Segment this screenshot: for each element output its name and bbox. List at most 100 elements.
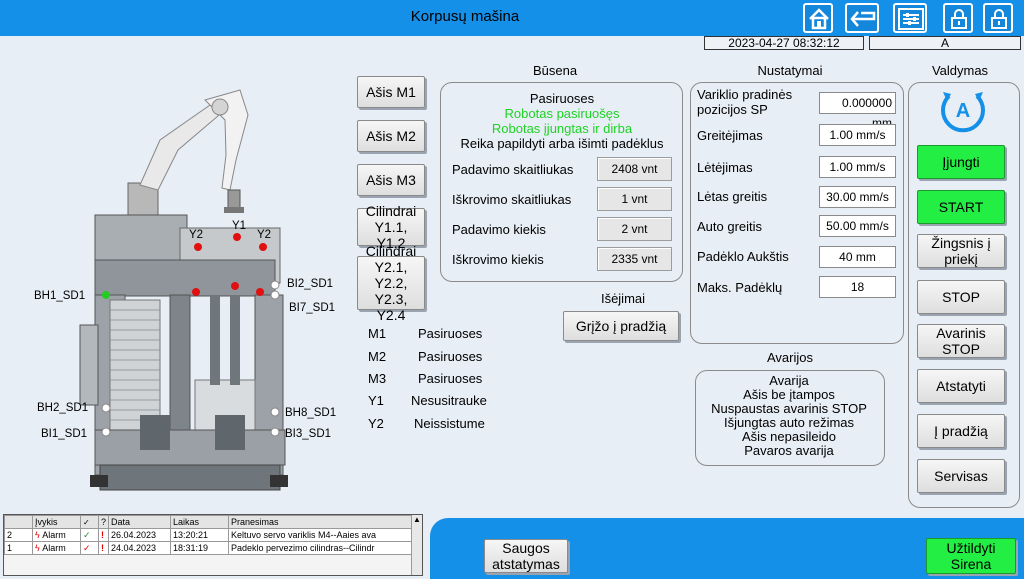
setting-input-pallet-height[interactable]: 40 mm (819, 246, 896, 268)
sensor-dot-bi7 (270, 290, 280, 300)
axis-m2-button[interactable]: Ašis M2 (357, 120, 425, 152)
ack-icon: ✓ (83, 529, 91, 540)
sensor-label-bi2: BI2_SD1 (287, 278, 334, 290)
table-row[interactable]: 2 ϟ Alarm ✓ ! 26.04.2023 13:20:21 Keltuv… (4, 528, 413, 542)
sensor-dot-y2-lower-right (256, 288, 264, 296)
safety-reset-button[interactable]: Saugos atstatymas (484, 539, 568, 573)
svg-text:A: A (956, 100, 970, 122)
axis-status-m2: Pasiruoses (418, 349, 483, 364)
setting-input-slow-speed[interactable]: 30.00 mm/s (819, 186, 896, 208)
alarm-bolt-icon: ϟ (35, 530, 40, 540)
back-button[interactable] (845, 3, 879, 33)
col-index (4, 515, 33, 529)
sensor-label-y1: Y1 (232, 220, 247, 232)
setting-label-acceleration: Greitėjimas (697, 128, 763, 143)
datetime-display: 2023-04-27 08:32:12 (704, 36, 864, 50)
table-row[interactable]: 1 ϟ Alarm ✓ ! 24.04.2023 18:31:19 Padekl… (4, 541, 413, 555)
auto-mode-indicator[interactable]: A (935, 86, 991, 134)
alarm-line-auto-off: Išjungtas auto režimas (723, 415, 855, 430)
axis-m3-button[interactable]: Ašis M3 (357, 164, 425, 196)
setting-label-deceleration: Lėtėjimas (697, 160, 753, 175)
setting-label-pallet-height: Padėklo Aukštis (697, 249, 789, 264)
go-home-button[interactable]: Į pradžią (917, 414, 1005, 448)
top-bar: Korpusų mašina (0, 0, 1024, 36)
step-forward-button[interactable]: Žingsnis į priekį (917, 234, 1005, 268)
settings-icon (898, 8, 924, 30)
sensor-dot-y1 (233, 233, 241, 241)
busena-title: Būsena (532, 63, 578, 78)
setting-label-auto-speed: Auto greitis (697, 219, 763, 234)
quantity-value-feed: 2 vnt (597, 217, 672, 241)
axis-name-m1: M1 (368, 326, 387, 341)
sensor-label-bi1: BI1_SD1 (41, 428, 88, 440)
alarm-line-general: Avarija (769, 373, 809, 388)
axis-name-m3: M3 (368, 371, 387, 386)
counter-label-unload: Iškrovimo skaitliukas (452, 192, 572, 207)
axis-status-y1: Nesusitrauke (411, 393, 487, 408)
emergency-stop-button[interactable]: Avarinis STOP (917, 324, 1005, 358)
col-time[interactable]: Laikas (170, 515, 229, 529)
silence-siren-button[interactable]: Užtildyti Sirena (926, 538, 1016, 574)
quantity-value-unload: 2335 vnt (597, 247, 672, 271)
auto-mode-icon: A (941, 92, 985, 133)
status-robot-running: Robotas įjungtas ir dirba (491, 121, 633, 136)
alarm-table-scrollbar[interactable]: ▲ (411, 515, 422, 575)
col-event[interactable]: Įvykis (32, 515, 81, 529)
setting-input-acceleration[interactable]: 1.00 mm/s (819, 124, 896, 146)
counter-value-feed: 2408 vnt (597, 157, 672, 181)
nustatymai-panel (690, 82, 904, 344)
setting-input-start-position[interactable]: 0.000000 mm (819, 92, 896, 130)
alarm-table[interactable]: Įvykis ✓ ? Data Laikas Pranesimas 2 ϟ Al… (3, 514, 423, 576)
sensor-dot-bi2 (270, 280, 280, 290)
valdymas-title: Valdymas (931, 63, 989, 78)
lock-button-2[interactable] (983, 3, 1013, 33)
alarm-line-axis-not-started: Ašis nepasileido (742, 429, 836, 444)
cylinders-y2-button[interactable]: Cilindrai Y2.1, Y2.2, Y2.3, Y2.4 (357, 243, 425, 323)
counter-label-feed: Padavimo skaitliukas (452, 162, 574, 177)
axis-name-y1: Y1 (368, 393, 384, 408)
sensor-dot-y2-right (259, 243, 267, 251)
lock-button-1[interactable] (943, 3, 973, 33)
sensor-label-bh2: BH2_SD1 (37, 402, 89, 414)
setting-label-start-position: Variklio pradinės pozicijos SP (697, 87, 793, 117)
sensor-label-bh1: BH1_SD1 (34, 290, 86, 302)
quantity-label-unload: Iškrovimo kiekis (452, 252, 544, 267)
home-icon (809, 8, 829, 30)
start-button[interactable]: START (917, 190, 1005, 224)
enable-button[interactable]: Įjungti (917, 145, 1005, 179)
return-home-output-button[interactable]: Grįžo į pradžią (563, 311, 679, 341)
sensor-label-y2-left: Y2 (189, 229, 204, 241)
isejimai-title: Išėjimai (600, 291, 646, 306)
page-title: Korpusų mašina (410, 8, 520, 25)
setting-input-max-pallets[interactable]: 18 (819, 276, 896, 298)
reset-button[interactable]: Atstatyti (917, 369, 1005, 403)
avarijos-title: Avarijos (766, 350, 813, 365)
setting-label-max-pallets: Maks. Padėklų (697, 280, 783, 295)
axis-status-m1: Pasiruoses (418, 326, 483, 341)
user-display: A (869, 36, 1021, 50)
axis-status-y2: Neissistume (414, 416, 485, 431)
lock-icon (951, 9, 967, 29)
sensor-label-bi3: BI3_SD1 (285, 428, 332, 440)
machine-frame (79, 214, 288, 491)
setting-input-deceleration[interactable]: 1.00 mm/s (819, 156, 896, 178)
sensor-dot-y2-lower-mid (231, 282, 239, 290)
setting-input-auto-speed[interactable]: 50.00 mm/s (819, 215, 896, 237)
avarijos-panel (695, 370, 885, 466)
cylinders-y1-button[interactable]: Cilindrai Y1.1, Y1.2 (357, 203, 425, 251)
settings-button[interactable] (893, 3, 927, 33)
alarm-bolt-icon: ϟ (35, 543, 40, 553)
col-info[interactable]: ? (98, 515, 109, 529)
scroll-up-icon[interactable]: ▲ (413, 515, 421, 524)
sensor-dot-bh1 (102, 291, 110, 299)
col-ack[interactable]: ✓ (80, 515, 99, 529)
axis-name-y2: Y2 (368, 416, 384, 431)
axis-m1-button[interactable]: Ašis M1 (357, 76, 425, 108)
col-date[interactable]: Data (108, 515, 171, 529)
col-message[interactable]: Pranesimas (228, 515, 413, 529)
service-button[interactable]: Servisas (917, 459, 1005, 493)
status-pallets-message: Reika papildyti arba išimti padėklus (460, 136, 664, 151)
stop-button[interactable]: STOP (917, 280, 1005, 314)
machine-illustration (79, 89, 288, 491)
home-button[interactable] (803, 3, 833, 33)
